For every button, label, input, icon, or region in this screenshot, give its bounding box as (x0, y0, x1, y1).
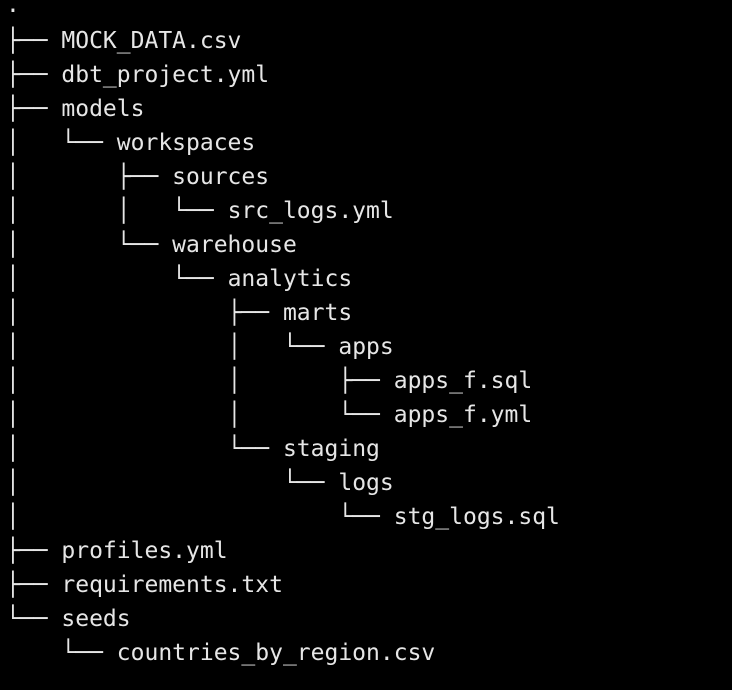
tree-branch: │ └── (6, 266, 228, 292)
tree-item-name: MOCK_DATA.csv (61, 28, 242, 54)
tree-line: ├── models (6, 92, 144, 126)
tree-line: │ ├── sources (6, 160, 269, 194)
tree-root: . (6, 0, 20, 18)
tree-item-name: workspaces (116, 130, 256, 156)
tree-branch: ├── (6, 28, 62, 54)
tree-branch: │ │ ├── (6, 368, 394, 394)
tree-branch: │ │ └── (6, 334, 339, 360)
tree-item-name: staging (282, 436, 380, 462)
tree-item-name: logs (338, 470, 394, 496)
tree-line: │ └── warehouse (6, 228, 297, 262)
tree-branch: ├── (6, 538, 62, 564)
tree-line: │ │ └── apps_f.yml (6, 398, 532, 432)
tree-line: │ │ ├── apps_f.sql (6, 364, 532, 398)
tree-item-name: apps (338, 334, 394, 360)
tree-branch: │ ├── (6, 300, 283, 326)
tree-item-name: dbt_project.yml (61, 62, 270, 88)
tree-line: │ └── stg_logs.sql (6, 500, 560, 534)
tree-branch: └── (6, 640, 117, 666)
tree-line: │ └── workspaces (6, 126, 255, 160)
tree-item-name: seeds (61, 606, 131, 632)
tree-branch: │ │ └── (6, 402, 394, 428)
tree-branch: │ └── (6, 130, 117, 156)
tree-branch: │ └── (6, 504, 394, 530)
tree-branch: │ │ └── (6, 198, 228, 224)
tree-branch: ├── (6, 62, 62, 88)
tree-line: │ │ └── src_logs.yml (6, 194, 394, 228)
tree-item-name: requirements.txt (61, 572, 283, 598)
tree-line: │ └── analytics (6, 262, 352, 296)
tree-branch: ├── (6, 572, 62, 598)
tree-branch: │ └── (6, 232, 173, 258)
tree-line: │ │ └── apps (6, 330, 394, 364)
tree-branch: │ ├── (6, 164, 173, 190)
tree-line: ├── dbt_project.yml (6, 58, 269, 92)
tree-line: ├── MOCK_DATA.csv (6, 24, 241, 58)
tree-item-name: models (61, 96, 145, 122)
tree-item-name: stg_logs.sql (393, 504, 560, 530)
tree-item-name: sources (172, 164, 270, 190)
tree-branch: │ └── (6, 470, 339, 496)
tree-line: └── seeds (6, 602, 131, 636)
tree-item-name: warehouse (172, 232, 297, 258)
tree-line: │ └── logs (6, 466, 394, 500)
tree-item-name: profiles.yml (61, 538, 228, 564)
tree-item-name: countries_by_region.csv (116, 640, 436, 666)
tree-item-name: src_logs.yml (227, 198, 394, 224)
tree-line: │ ├── marts (6, 296, 352, 330)
tree-branch: ├── (6, 96, 62, 122)
tree-item-name: analytics (227, 266, 353, 292)
tree-item-name: apps_f.sql (393, 368, 533, 394)
tree-line: ├── requirements.txt (6, 568, 283, 602)
tree-line: └── countries_by_region.csv (6, 636, 435, 670)
tree-line: │ └── staging (6, 432, 380, 466)
tree-line: ├── profiles.yml (6, 534, 228, 568)
tree-branch: └── (6, 606, 62, 632)
tree-item-name: apps_f.yml (393, 402, 533, 428)
tree-branch: │ └── (6, 436, 283, 462)
tree-item-name: marts (282, 300, 353, 326)
